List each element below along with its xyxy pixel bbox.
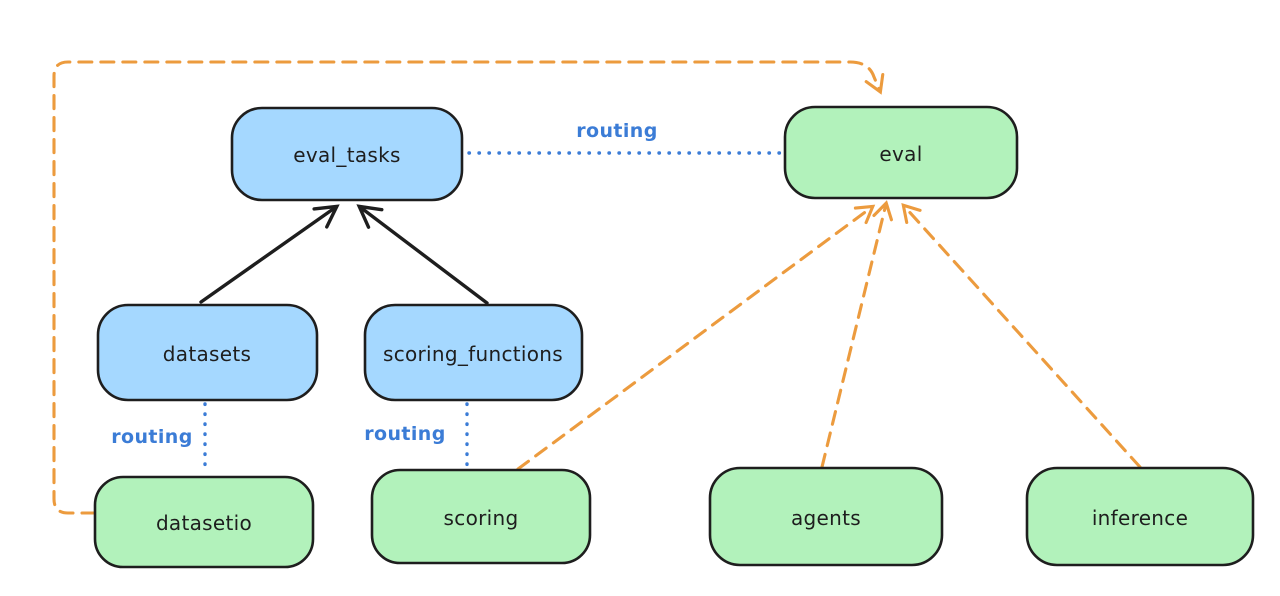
edge-datasetio-to-eval (52, 60, 885, 515)
node-scoring-functions-box (363, 303, 584, 402)
routing-label-eval-tasks-eval: routing (576, 120, 657, 142)
routing-label-scoring-functions-scoring: routing (364, 423, 445, 445)
node-scoring-label: scoring (444, 506, 519, 530)
node-eval: eval (783, 105, 1019, 200)
node-eval-box (783, 105, 1019, 200)
node-inference-box (1025, 466, 1255, 567)
node-agents-box (708, 466, 944, 567)
edge-agents-to-eval (820, 200, 893, 469)
node-datasetio: datasetio (93, 475, 315, 569)
node-datasets-label: datasets (163, 342, 251, 366)
node-scoring-functions: scoring_functions (363, 303, 584, 402)
node-eval-label: eval (879, 142, 922, 166)
node-eval-tasks: eval_tasks (230, 106, 464, 202)
node-datasets: datasets (96, 303, 319, 402)
node-scoring-box (370, 468, 592, 565)
node-datasetio-label: datasetio (156, 511, 252, 535)
edge-scoring-to-eval (516, 204, 876, 471)
node-datasetio-box (93, 475, 315, 569)
edge-scoring-functions-to-eval-tasks (356, 204, 489, 305)
node-scoring: scoring (370, 468, 592, 565)
routing-label-datasets-datasetio: routing (111, 426, 192, 448)
node-agents: agents (708, 466, 944, 567)
edge-inference-to-eval (901, 203, 1142, 469)
node-eval-tasks-label: eval_tasks (293, 143, 400, 167)
node-agents-label: agents (791, 506, 861, 530)
node-eval-tasks-box (230, 106, 464, 202)
node-scoring-functions-label: scoring_functions (383, 342, 563, 366)
node-datasets-box (96, 303, 319, 402)
edge-datasets-to-eval-tasks (199, 204, 340, 304)
node-inference: inference (1025, 466, 1255, 567)
node-inference-label: inference (1092, 506, 1188, 530)
